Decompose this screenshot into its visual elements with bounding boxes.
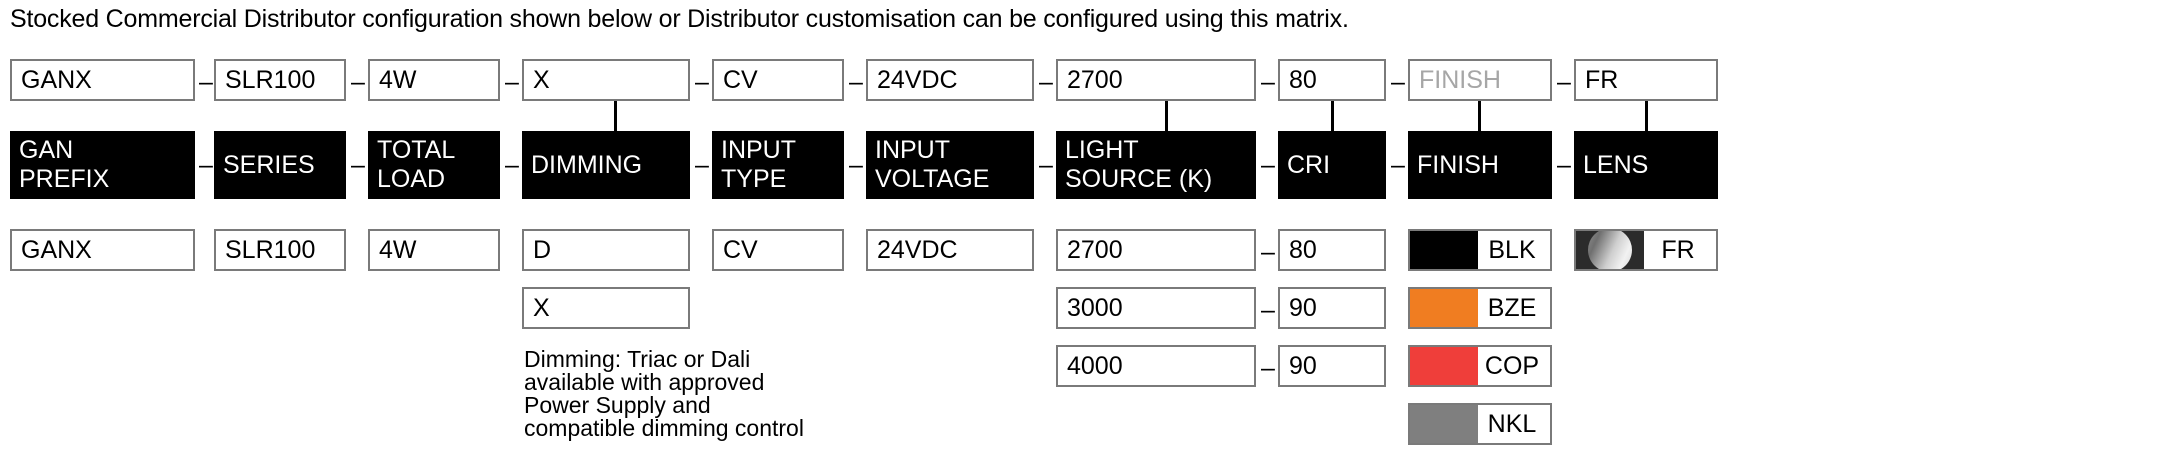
- connector-line-light-source: [1165, 101, 1168, 131]
- header-light-source-line1: LIGHT: [1065, 136, 1139, 164]
- header-finish-line1: FINISH: [1417, 150, 1499, 179]
- header-separator-9: –: [1557, 151, 1571, 179]
- connector-line-finish: [1478, 101, 1481, 131]
- header-input-type-line1: INPUT: [721, 136, 796, 164]
- config-separator-3: –: [505, 68, 519, 96]
- config-value-total-load[interactable]: 4W: [368, 59, 500, 101]
- option-finish-nkl[interactable]: NKL: [1408, 403, 1552, 445]
- option-cri-80[interactable]: 80: [1278, 229, 1386, 271]
- header-gan-prefix-line2: PREFIX: [19, 165, 110, 193]
- header-gan-prefix: GAN PREFIX: [10, 131, 195, 199]
- header-light-source-line2: SOURCE (K): [1065, 165, 1213, 193]
- header-separator-2: –: [351, 151, 365, 179]
- header-cri-line1: CRI: [1287, 150, 1331, 179]
- config-value-gan-prefix[interactable]: GANX: [10, 59, 195, 101]
- swatch-cop: [1410, 347, 1478, 385]
- swatch-blk: [1410, 231, 1478, 269]
- option-cri-90-b[interactable]: 90: [1278, 345, 1386, 387]
- option-series-slr100[interactable]: SLR100: [214, 229, 346, 271]
- option-cri-90-a[interactable]: 90: [1278, 287, 1386, 329]
- config-separator-7: –: [1261, 68, 1275, 96]
- header-separator-6: –: [1039, 151, 1053, 179]
- header-total-load-line1: TOTAL: [377, 136, 456, 164]
- header-separator-1: –: [199, 151, 213, 179]
- option-light-source-3000[interactable]: 3000: [1056, 287, 1256, 329]
- header-cri: CRI: [1278, 131, 1386, 199]
- header-separator-3: –: [505, 151, 519, 179]
- config-separator-8: –: [1391, 68, 1405, 96]
- dimming-note: Dimming: Triac or Dali available with ap…: [524, 346, 804, 441]
- header-input-type: INPUT TYPE: [712, 131, 844, 199]
- header-gan-prefix-line1: GAN: [19, 136, 74, 164]
- header-separator-5: –: [849, 151, 863, 179]
- config-value-input-type[interactable]: CV: [712, 59, 844, 101]
- option-input-voltage-24vdc[interactable]: 24VDC: [866, 229, 1034, 271]
- option-light-source-4000[interactable]: 4000: [1056, 345, 1256, 387]
- option-input-type-cv[interactable]: CV: [712, 229, 844, 271]
- config-value-series[interactable]: SLR100: [214, 59, 346, 101]
- header-dimming: DIMMING: [522, 131, 690, 199]
- config-value-cri[interactable]: 80: [1278, 59, 1386, 101]
- option-lens-fr[interactable]: FR: [1574, 229, 1718, 271]
- header-separator-7: –: [1261, 151, 1275, 179]
- connector-line-cri: [1331, 101, 1334, 131]
- option-dimming-d[interactable]: D: [522, 229, 690, 271]
- option-finish-bze[interactable]: BZE: [1408, 287, 1552, 329]
- config-value-light-source[interactable]: 2700: [1056, 59, 1256, 101]
- frosted-lens-sphere-icon: [1576, 231, 1644, 269]
- header-input-type-line2: TYPE: [721, 165, 787, 193]
- connector-line-dimming: [614, 101, 617, 131]
- header-series: SERIES: [214, 131, 346, 199]
- config-separator-6: –: [1039, 68, 1053, 96]
- config-separator-4: –: [695, 68, 709, 96]
- option-lens-fr-label: FR: [1661, 235, 1695, 264]
- header-total-load: TOTAL LOAD: [368, 131, 500, 199]
- config-value-finish[interactable]: FINISH: [1408, 59, 1552, 101]
- header-finish: FINISH: [1408, 131, 1552, 199]
- header-lens: LENS: [1574, 131, 1718, 199]
- option-separator-row3: –: [1261, 354, 1275, 382]
- header-input-voltage-line2: VOLTAGE: [875, 165, 990, 193]
- swatch-bze: [1410, 289, 1478, 327]
- option-finish-cop-label: COP: [1484, 351, 1540, 380]
- option-light-source-2700[interactable]: 2700: [1056, 229, 1256, 271]
- connector-line-lens: [1645, 101, 1648, 131]
- header-total-load-line2: LOAD: [377, 165, 446, 193]
- config-value-lens[interactable]: FR: [1574, 59, 1718, 101]
- config-separator-9: –: [1557, 68, 1571, 96]
- config-value-dimming[interactable]: X: [522, 59, 690, 101]
- config-separator-5: –: [849, 68, 863, 96]
- option-total-load-4w[interactable]: 4W: [368, 229, 500, 271]
- config-separator-2: –: [351, 68, 365, 96]
- header-dimming-line1: DIMMING: [531, 150, 643, 179]
- option-separator-row1: –: [1261, 238, 1275, 266]
- header-separator-4: –: [695, 151, 709, 179]
- option-finish-bze-label: BZE: [1487, 293, 1537, 322]
- option-finish-nkl-label: NKL: [1487, 409, 1537, 438]
- header-series-line1: SERIES: [223, 150, 315, 179]
- header-input-voltage: INPUT VOLTAGE: [866, 131, 1034, 199]
- swatch-nkl: [1410, 405, 1478, 443]
- option-dimming-x[interactable]: X: [522, 287, 690, 329]
- option-gan-prefix-ganx[interactable]: GANX: [10, 229, 195, 271]
- page-intro-text: Stocked Commercial Distributor configura…: [10, 5, 1349, 33]
- header-separator-8: –: [1391, 151, 1405, 179]
- header-input-voltage-line1: INPUT: [875, 136, 950, 164]
- option-finish-blk[interactable]: BLK: [1408, 229, 1552, 271]
- option-finish-blk-label: BLK: [1488, 235, 1536, 264]
- option-separator-row2: –: [1261, 296, 1275, 324]
- header-light-source: LIGHT SOURCE (K): [1056, 131, 1256, 199]
- config-separator-1: –: [199, 68, 213, 96]
- config-value-input-voltage[interactable]: 24VDC: [866, 59, 1034, 101]
- header-lens-line1: LENS: [1583, 150, 1649, 179]
- option-finish-cop[interactable]: COP: [1408, 345, 1552, 387]
